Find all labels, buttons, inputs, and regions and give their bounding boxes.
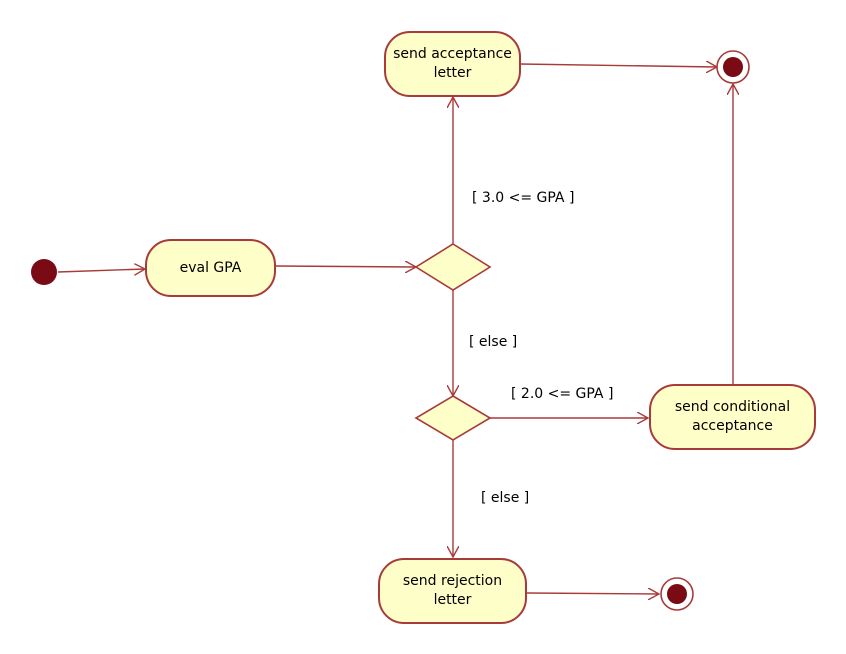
activity-send-conditional-acceptance: send conditional acceptance [649, 384, 816, 450]
guard-gpa-2: [ 2.0 <= GPA ] [511, 386, 614, 402]
activity-send-acceptance-line1: send acceptance [393, 46, 512, 62]
final-node-bottom [660, 577, 694, 611]
guard-else-2: [ else ] [481, 490, 530, 506]
edge-initial-to-eval [57, 269, 145, 272]
activity-send-acceptance-letter: send acceptance letter [384, 31, 521, 97]
edge-acceptance-to-final [519, 64, 717, 67]
activity-send-rejection-letter: send rejection letter [378, 558, 527, 624]
final-node-top [716, 50, 750, 84]
activity-send-conditional-line2: acceptance [692, 418, 773, 434]
guard-else-1: [ else ] [469, 334, 518, 350]
activity-send-acceptance-line2: letter [433, 65, 472, 81]
edge-eval-to-decision1 [275, 266, 416, 267]
activity-send-conditional-line1: send conditional [674, 399, 791, 415]
activity-send-rejection-line1: send rejection [402, 573, 503, 589]
edge-rejection-to-final [526, 593, 659, 594]
decision-node-gpa-3 [414, 243, 492, 291]
activity-send-rejection-line2: letter [433, 592, 472, 608]
activity-eval-gpa: eval GPA [145, 239, 276, 297]
decision-node-gpa-2 [414, 395, 492, 441]
initial-node [31, 259, 57, 285]
activity-eval-gpa-label: eval GPA [179, 259, 242, 276]
guard-gpa-3: [ 3.0 <= GPA ] [472, 190, 575, 206]
